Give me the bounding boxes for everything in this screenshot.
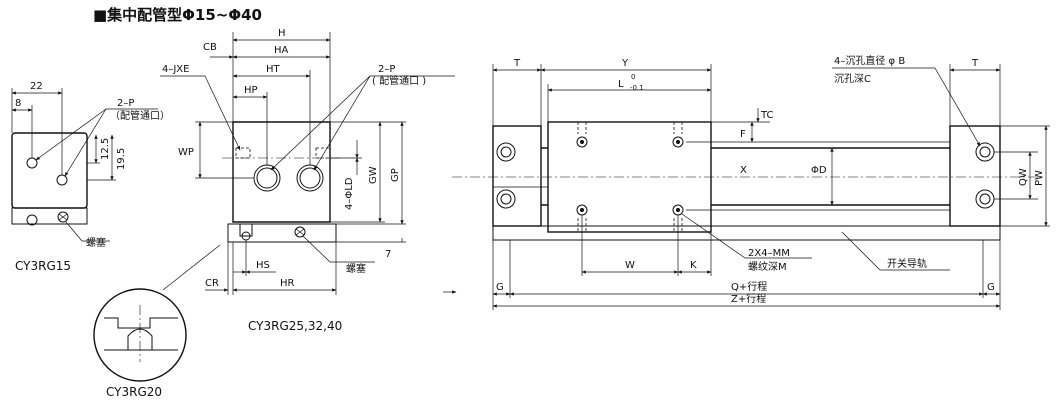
main-view: T Y L 0 -0.1 4–沉孔直径 φ B 沉孔深C T TC F X ΦD [452, 54, 1050, 310]
dim-cb: CB [203, 42, 217, 53]
dim-cr: CR [205, 278, 219, 289]
cy3rg20-detail-circle [93, 288, 187, 382]
dim-gp: GP [390, 168, 401, 182]
dim-f: F [740, 129, 746, 140]
cy3rg15-base [11, 207, 88, 225]
dim-x: X [740, 165, 747, 176]
dim-qw: QW [1018, 168, 1029, 186]
cy3rg25-port-label: 2–P [378, 64, 395, 75]
cy3rg15-body [11, 132, 88, 209]
cy3rg15-port-label: 2–P [117, 98, 134, 109]
base-rail [492, 225, 1001, 241]
dim-q-stroke: Q+行程 [731, 280, 767, 293]
cy3rg25-body [232, 121, 331, 223]
cy3rg20-detail: CY3RG20 [93, 244, 221, 399]
cy3rg25-plug-label: 螺塞 [346, 262, 366, 275]
left-end-block [492, 125, 542, 227]
dim-w: W [625, 260, 635, 271]
cy3rg15-plug [57, 211, 69, 223]
cy3rg25-plug [294, 226, 306, 238]
dim-ld: 4–ΦLD [344, 177, 355, 210]
dim-gw: GW [368, 166, 379, 184]
dim-hp: HP [244, 85, 258, 96]
right-end-block [949, 125, 1001, 227]
cy3rg25-view: H HA HT HP CB 4–JXE 2–P ( 配管通口 ) WP 4–ΦL… [160, 28, 455, 333]
dim-pw: PW [1034, 170, 1045, 186]
cy3rg15-view: 22 8 2–P （配管通口） 12.5 19.5 螺塞 CY3RG15 [11, 81, 170, 273]
cy3rg25-port-note: ( 配管通口 ) [372, 74, 426, 87]
mm-label: 2X4–MM [748, 248, 790, 259]
dim-z-stroke: Z+行程 [731, 292, 766, 305]
dim-h: H [278, 28, 286, 39]
dim-ha: HA [274, 45, 289, 56]
dim-l: L [618, 79, 624, 90]
dim-8: 8 [15, 98, 21, 109]
dim-19-5: 19.5 [116, 148, 127, 170]
dim-k: K [690, 260, 697, 271]
dim-12-5: 12.5 [100, 138, 111, 160]
switch-rail-label: 开关导轨 [887, 257, 927, 270]
mm-depth-label: 螺纹深M [748, 260, 787, 273]
dim-phi-d: ΦD [811, 165, 827, 176]
dim-7: 7 [385, 249, 391, 260]
dim-l-tol-lower: -0.1 [630, 84, 644, 92]
dim-hs: HS [256, 260, 270, 271]
dim-hr: HR [280, 278, 295, 289]
dim-t-left: T [513, 58, 521, 69]
dim-g-right: G [987, 282, 995, 293]
dim-t-right: T [971, 58, 979, 69]
cy3rg15-slot [26, 214, 38, 226]
jxe-label: 4–JXE [162, 64, 189, 75]
dim-tc: TC [760, 110, 774, 121]
dim-22: 22 [30, 81, 43, 92]
counterbore-label: 4–沉孔直径 φ B [834, 54, 905, 67]
drawing-title: ■集中配管型Φ15~Φ40 [93, 6, 262, 24]
cy3rg15-label: CY3RG15 [15, 259, 71, 273]
cy3rg25-label: CY3RG25,32,40 [248, 319, 342, 333]
cy3rg20-label: CY3RG20 [106, 385, 162, 399]
dim-wp: WP [178, 147, 194, 158]
dim-y: Y [621, 58, 629, 69]
dim-ht: HT [266, 64, 281, 75]
dim-l-tol-upper: 0 [631, 73, 635, 81]
cy3rg15-plug-label: 螺塞 [86, 236, 106, 249]
slider [547, 121, 712, 233]
counterbore-depth-label: 沉孔深C [834, 72, 871, 85]
dim-g-left: G [496, 282, 504, 293]
cy3rg15-port-note: （配管通口） [110, 109, 170, 122]
